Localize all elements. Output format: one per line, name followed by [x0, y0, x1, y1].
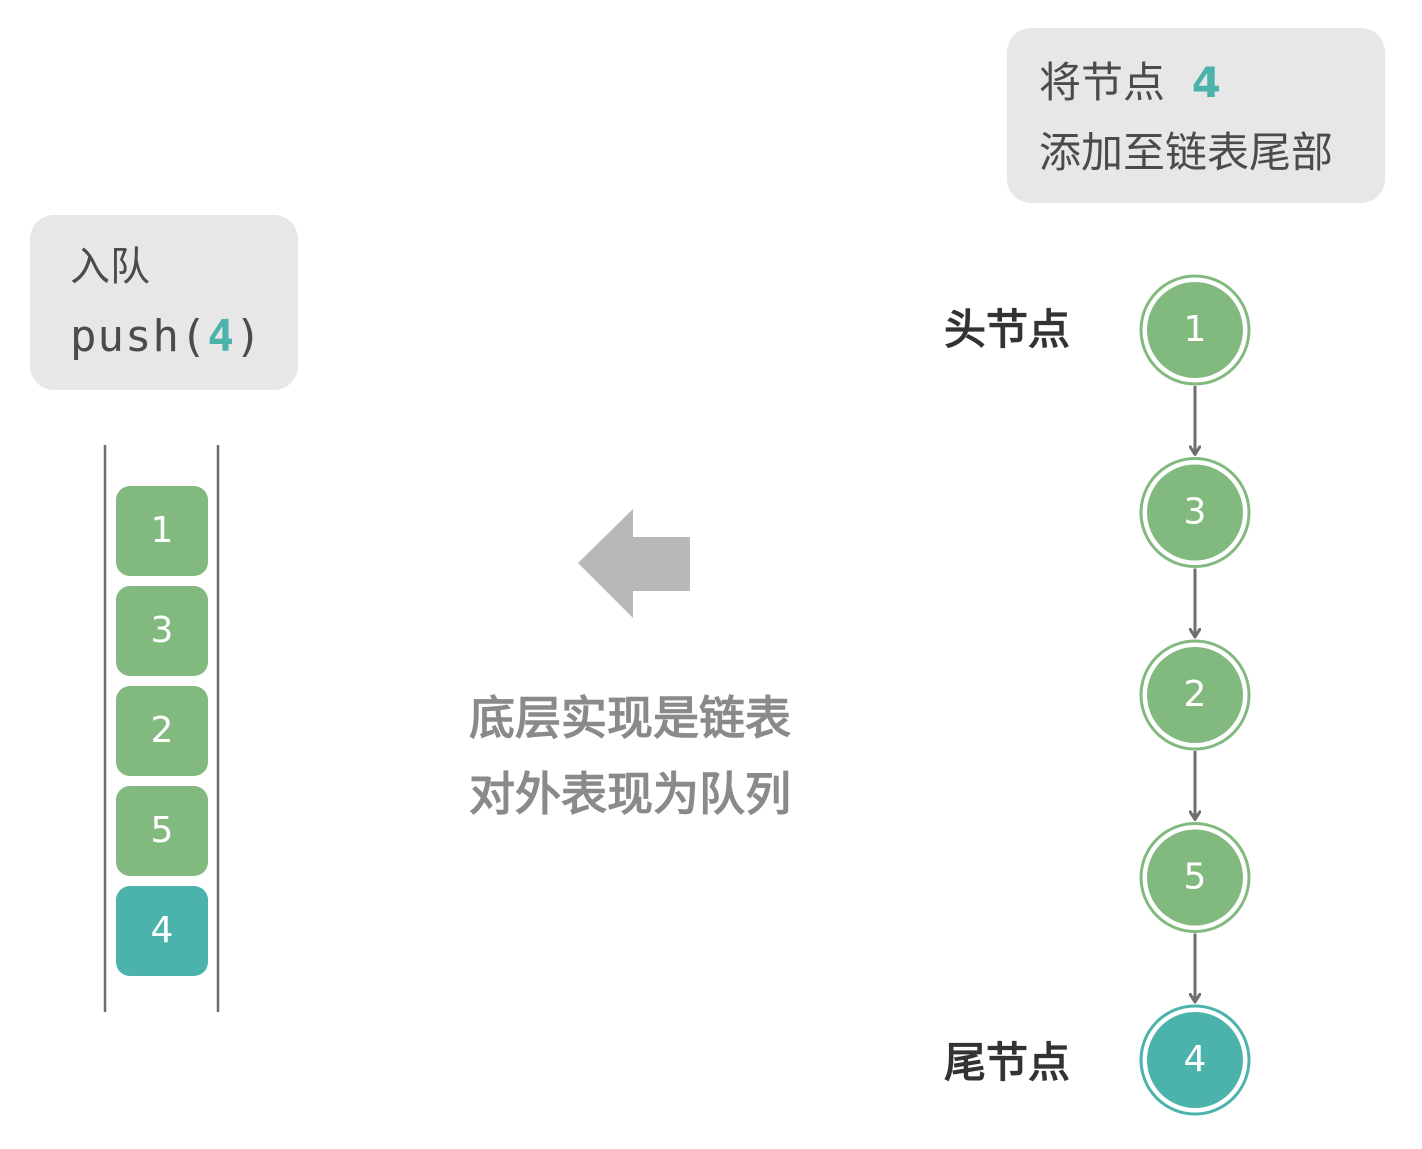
push-call: push(4): [70, 311, 262, 363]
queue-items: 1 3 2 5 4: [116, 486, 208, 976]
queue-item-label: 5: [151, 810, 174, 851]
append-node-value: 4: [1191, 58, 1221, 107]
list-node: [1147, 647, 1243, 743]
list-node-label: 1: [1184, 309, 1207, 350]
queue-item-box: [116, 686, 208, 776]
queue-item-box: [116, 486, 208, 576]
enqueue-title: 入队: [70, 244, 150, 290]
queue-item-label: 3: [151, 610, 174, 651]
append-line1-prefix: 将节点: [1039, 58, 1166, 107]
queue-item-label: 2: [151, 710, 174, 751]
list-node: [1147, 829, 1243, 926]
queue-item-box: [116, 786, 208, 876]
list-node-label: 4: [1184, 1039, 1207, 1080]
list-node: [1147, 1012, 1243, 1108]
push-call-prefix: push(: [70, 311, 208, 362]
queue-item-label: 4: [151, 910, 174, 951]
list-node-label: 5: [1184, 857, 1207, 898]
head-node-label: 头节点: [944, 305, 1071, 354]
caption-line1: 底层实现是链表: [469, 691, 791, 745]
caption-line2: 对外表现为队列: [469, 767, 791, 821]
list-node-label: 2: [1184, 674, 1207, 715]
append-line2: 添加至链表尾部: [1039, 128, 1334, 177]
list-node: [1147, 282, 1243, 378]
list-node-label: 3: [1184, 492, 1207, 533]
tail-node-label: 尾节点: [944, 1038, 1071, 1087]
queue-item-box: [116, 586, 208, 676]
queue-item-box: [116, 886, 208, 976]
push-call-value: 4: [207, 311, 235, 362]
queue-item-label: 1: [151, 510, 174, 551]
linked-list-nodes: 1 3 2 5 4: [1139, 274, 1251, 1116]
append-line1: 将节点 4: [1039, 58, 1221, 108]
implementation-arrow-icon: [578, 509, 690, 618]
append-callout: 将节点 4 添加至链表尾部: [1007, 28, 1385, 203]
enqueue-callout: 入队 push(4): [30, 215, 298, 390]
list-node: [1147, 464, 1243, 561]
push-call-suffix: ): [234, 311, 263, 362]
